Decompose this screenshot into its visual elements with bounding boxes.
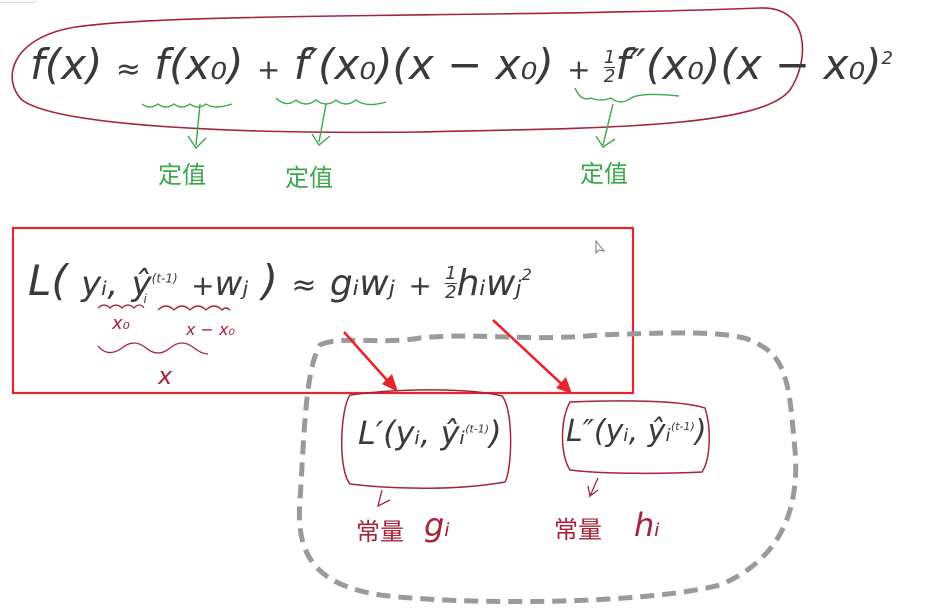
loss-equation: L( yᵢ, ŷ(t-1)i +wⱼ ) ≈ gᵢwⱼ + 1 2 hᵢwⱼ2 bbox=[28, 256, 532, 306]
dashed-region bbox=[296, 330, 799, 605]
taylor-outline bbox=[11, 7, 804, 134]
plus-symbol: + bbox=[567, 53, 591, 86]
w-j: wⱼ bbox=[359, 263, 395, 304]
paren-close: ) bbox=[261, 256, 279, 305]
term-f-double-prime-x0: f″(x₀) bbox=[615, 40, 721, 89]
plus-symbol: + bbox=[408, 269, 432, 302]
label-constant: 常量 bbox=[356, 518, 404, 546]
approx-symbol: ≈ bbox=[291, 268, 317, 303]
term2-factor: (x − x₀) bbox=[720, 40, 882, 89]
annotation-constant: 定值 bbox=[285, 164, 333, 192]
arrow-icon bbox=[187, 103, 616, 150]
label-x: x bbox=[158, 362, 173, 390]
half-fraction: 1 2 bbox=[445, 263, 457, 303]
label-constant: 常量 bbox=[554, 516, 602, 544]
brace-term0 bbox=[141, 103, 233, 108]
w-j: wⱼ bbox=[214, 264, 249, 304]
lhs-fx: f(x) bbox=[30, 40, 103, 89]
y-i: yᵢ, bbox=[81, 264, 119, 304]
first-derivative-box bbox=[341, 389, 512, 490]
term-f-prime-x0: f′(x₀) bbox=[293, 40, 393, 89]
taylor-equation: f(x) ≈ f(x₀) + f′(x₀)(x − x₀) + 1 2 f″(x… bbox=[30, 40, 893, 89]
symbol-h-i: hᵢ bbox=[634, 506, 660, 544]
term-f-x0: f(x₀) bbox=[154, 40, 244, 89]
approx-symbol: ≈ bbox=[115, 52, 141, 87]
symbol-g-i: gᵢ bbox=[424, 506, 451, 544]
annotation-constant: 定值 bbox=[158, 161, 206, 189]
y-hat-term: ŷ(t-1)i bbox=[131, 264, 178, 306]
label-x-minus-x0: x − x₀ bbox=[186, 320, 235, 339]
paren-open: ( bbox=[51, 256, 68, 305]
loss-L: L bbox=[28, 256, 52, 305]
mouse-cursor-icon bbox=[595, 239, 606, 255]
arrow-icon bbox=[343, 319, 569, 391]
annotation-constant: 定值 bbox=[580, 160, 628, 188]
term1-factor: (x − x₀) bbox=[392, 40, 554, 89]
exponent: 2 bbox=[521, 265, 532, 284]
plus-symbol: + bbox=[256, 53, 281, 86]
brace-term1 bbox=[275, 97, 387, 106]
second-derivative-box bbox=[561, 400, 711, 475]
w-j: wⱼ bbox=[485, 263, 522, 304]
g-i: gᵢ bbox=[329, 263, 360, 304]
half-fraction: 1 2 bbox=[603, 47, 616, 87]
first-derivative-expr: L′(yᵢ, ŷᵢ(t-1)) bbox=[358, 414, 502, 452]
plus-symbol: + bbox=[191, 269, 215, 302]
window-corner-tab bbox=[0, 0, 37, 3]
exponent: 2 bbox=[881, 48, 893, 69]
loss-box bbox=[11, 226, 635, 395]
second-derivative-expr: L″(yᵢ, ŷᵢ(t-1)) bbox=[566, 414, 707, 449]
brace-term2 bbox=[574, 87, 680, 103]
h-i: hᵢ bbox=[456, 263, 486, 304]
label-x0: x₀ bbox=[112, 313, 130, 334]
